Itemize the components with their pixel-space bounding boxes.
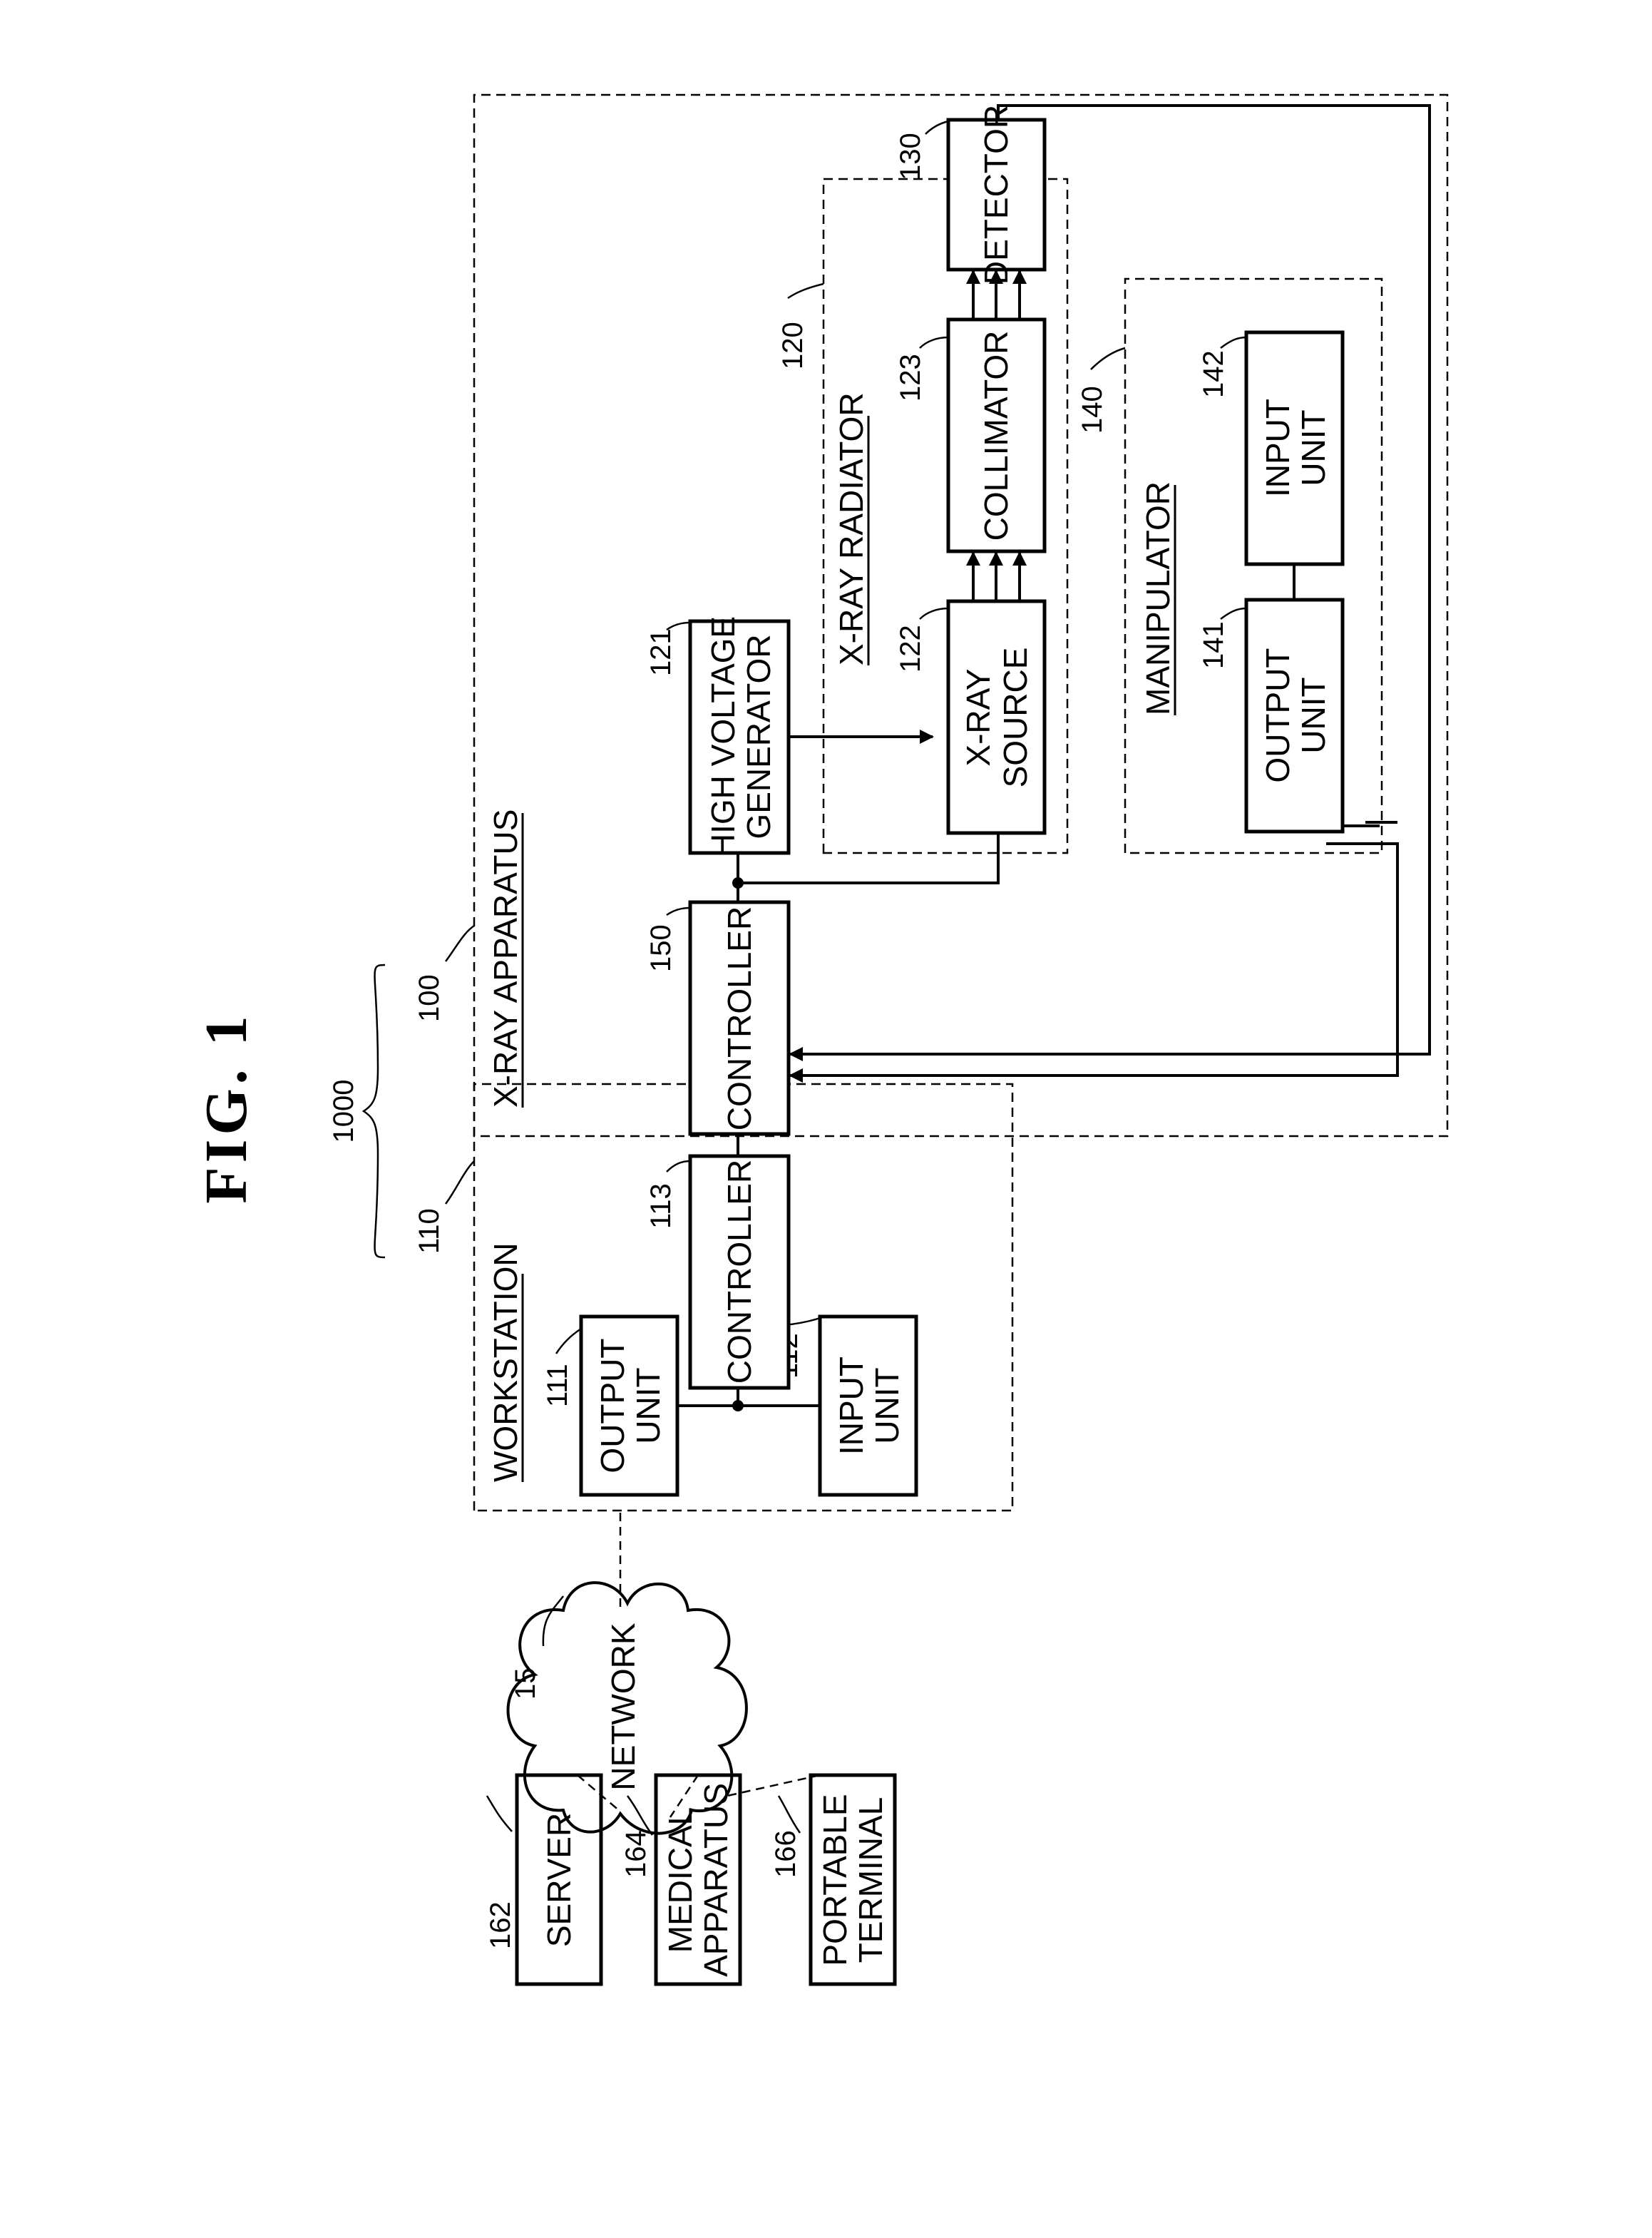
manipulator-output-unit: OUTPUT UNIT	[1246, 600, 1343, 832]
manipulator-input-label-2: UNIT	[1295, 409, 1332, 486]
network-label: NETWORK	[605, 1623, 642, 1790]
xray-apparatus-title: X-RAY APPARATUS	[487, 809, 524, 1108]
hv-generator: HIGH VOLTAGE GENERATOR	[690, 616, 789, 857]
ws-input-unit: INPUT UNIT	[820, 1317, 916, 1495]
xray-source-label-1: X-RAY	[960, 668, 997, 766]
manipulator-input-unit: INPUT UNIT	[1246, 332, 1343, 564]
manipulator-title: MANIPULATOR	[1139, 481, 1176, 715]
ws-bus-junction	[732, 1400, 744, 1411]
system-brace	[364, 965, 385, 1257]
portable-label-1: PORTABLE	[816, 1794, 853, 1966]
ws-input-label-1: INPUT	[833, 1356, 870, 1455]
controller-bus-junction	[732, 877, 744, 889]
manipulator-output-label-1: OUTPUT	[1259, 648, 1296, 782]
ws-controller-ref: 113	[645, 1183, 677, 1229]
collimator-label: COLLIMATOR	[978, 331, 1015, 541]
xray-source-ref: 122	[895, 625, 926, 673]
detector-label: DETECTOR	[978, 105, 1015, 285]
manipulator-return	[790, 844, 1397, 1075]
manipulator-output-ref: 141	[1198, 621, 1229, 669]
medical-apparatus-block: MEDICAL APPARATUS	[656, 1775, 740, 1984]
hv-label-1: HIGH VOLTAGE	[704, 616, 742, 857]
system-ref: 1000	[328, 1080, 359, 1143]
server-label: SERVER	[540, 1813, 578, 1947]
manipulator-output-label-2: UNIT	[1295, 677, 1332, 753]
ws-output-label-2: UNIT	[630, 1367, 667, 1444]
portable-label-2: TERMINAL	[852, 1797, 889, 1963]
ws-output-label-1: OUTPUT	[594, 1338, 631, 1473]
xray-radiator-title: X-RAY RADIATOR	[833, 392, 870, 665]
xa-controller: CONTROLLER	[690, 902, 789, 1134]
manipulator-input-label-1: INPUT	[1259, 399, 1296, 497]
portable-terminal-block: PORTABLE TERMINAL	[811, 1775, 895, 1984]
workstation-ref: 110	[414, 1208, 445, 1254]
server-block: SERVER	[517, 1775, 601, 1984]
xray-apparatus-ref: 100	[414, 974, 445, 1022]
manipulator-ref: 140	[1077, 386, 1108, 434]
collimator: COLLIMATOR	[948, 320, 1045, 551]
server-ref: 162	[485, 1901, 516, 1949]
ws-output-unit: OUTPUT UNIT	[581, 1317, 677, 1495]
detector: DETECTOR	[948, 105, 1045, 285]
hv-label-2: GENERATOR	[740, 634, 777, 839]
ws-controller: CONTROLLER	[690, 1156, 789, 1388]
xray-radiator-ref: 120	[777, 322, 809, 369]
xray-source: X-RAY SOURCE	[948, 601, 1045, 833]
figure-title: FIG. 1	[193, 1011, 260, 1203]
source-to-collimator-arrows	[973, 553, 1020, 601]
collimator-ref: 123	[895, 354, 926, 402]
xa-controller-ref: 150	[645, 924, 677, 972]
manipulator-input-ref: 142	[1198, 350, 1229, 398]
workstation-title: WORKSTATION	[487, 1242, 524, 1482]
network-ref: 15	[510, 1668, 541, 1700]
ws-input-label-2: UNIT	[868, 1367, 905, 1444]
detector-to-controller-link	[790, 106, 1430, 1054]
ws-output-ref: 111	[542, 1364, 573, 1407]
medical-label-1: MEDICAL	[662, 1807, 699, 1953]
hv-ref: 121	[645, 628, 677, 676]
portable-ref: 166	[770, 1830, 801, 1878]
xray-source-label-2: SOURCE	[997, 648, 1034, 788]
detector-ref: 130	[895, 133, 926, 180]
ws-controller-label: CONTROLLER	[721, 1160, 758, 1384]
medical-ref: 164	[620, 1830, 652, 1878]
xa-controller-label: CONTROLLER	[721, 906, 758, 1130]
ws-bus	[677, 1388, 820, 1406]
